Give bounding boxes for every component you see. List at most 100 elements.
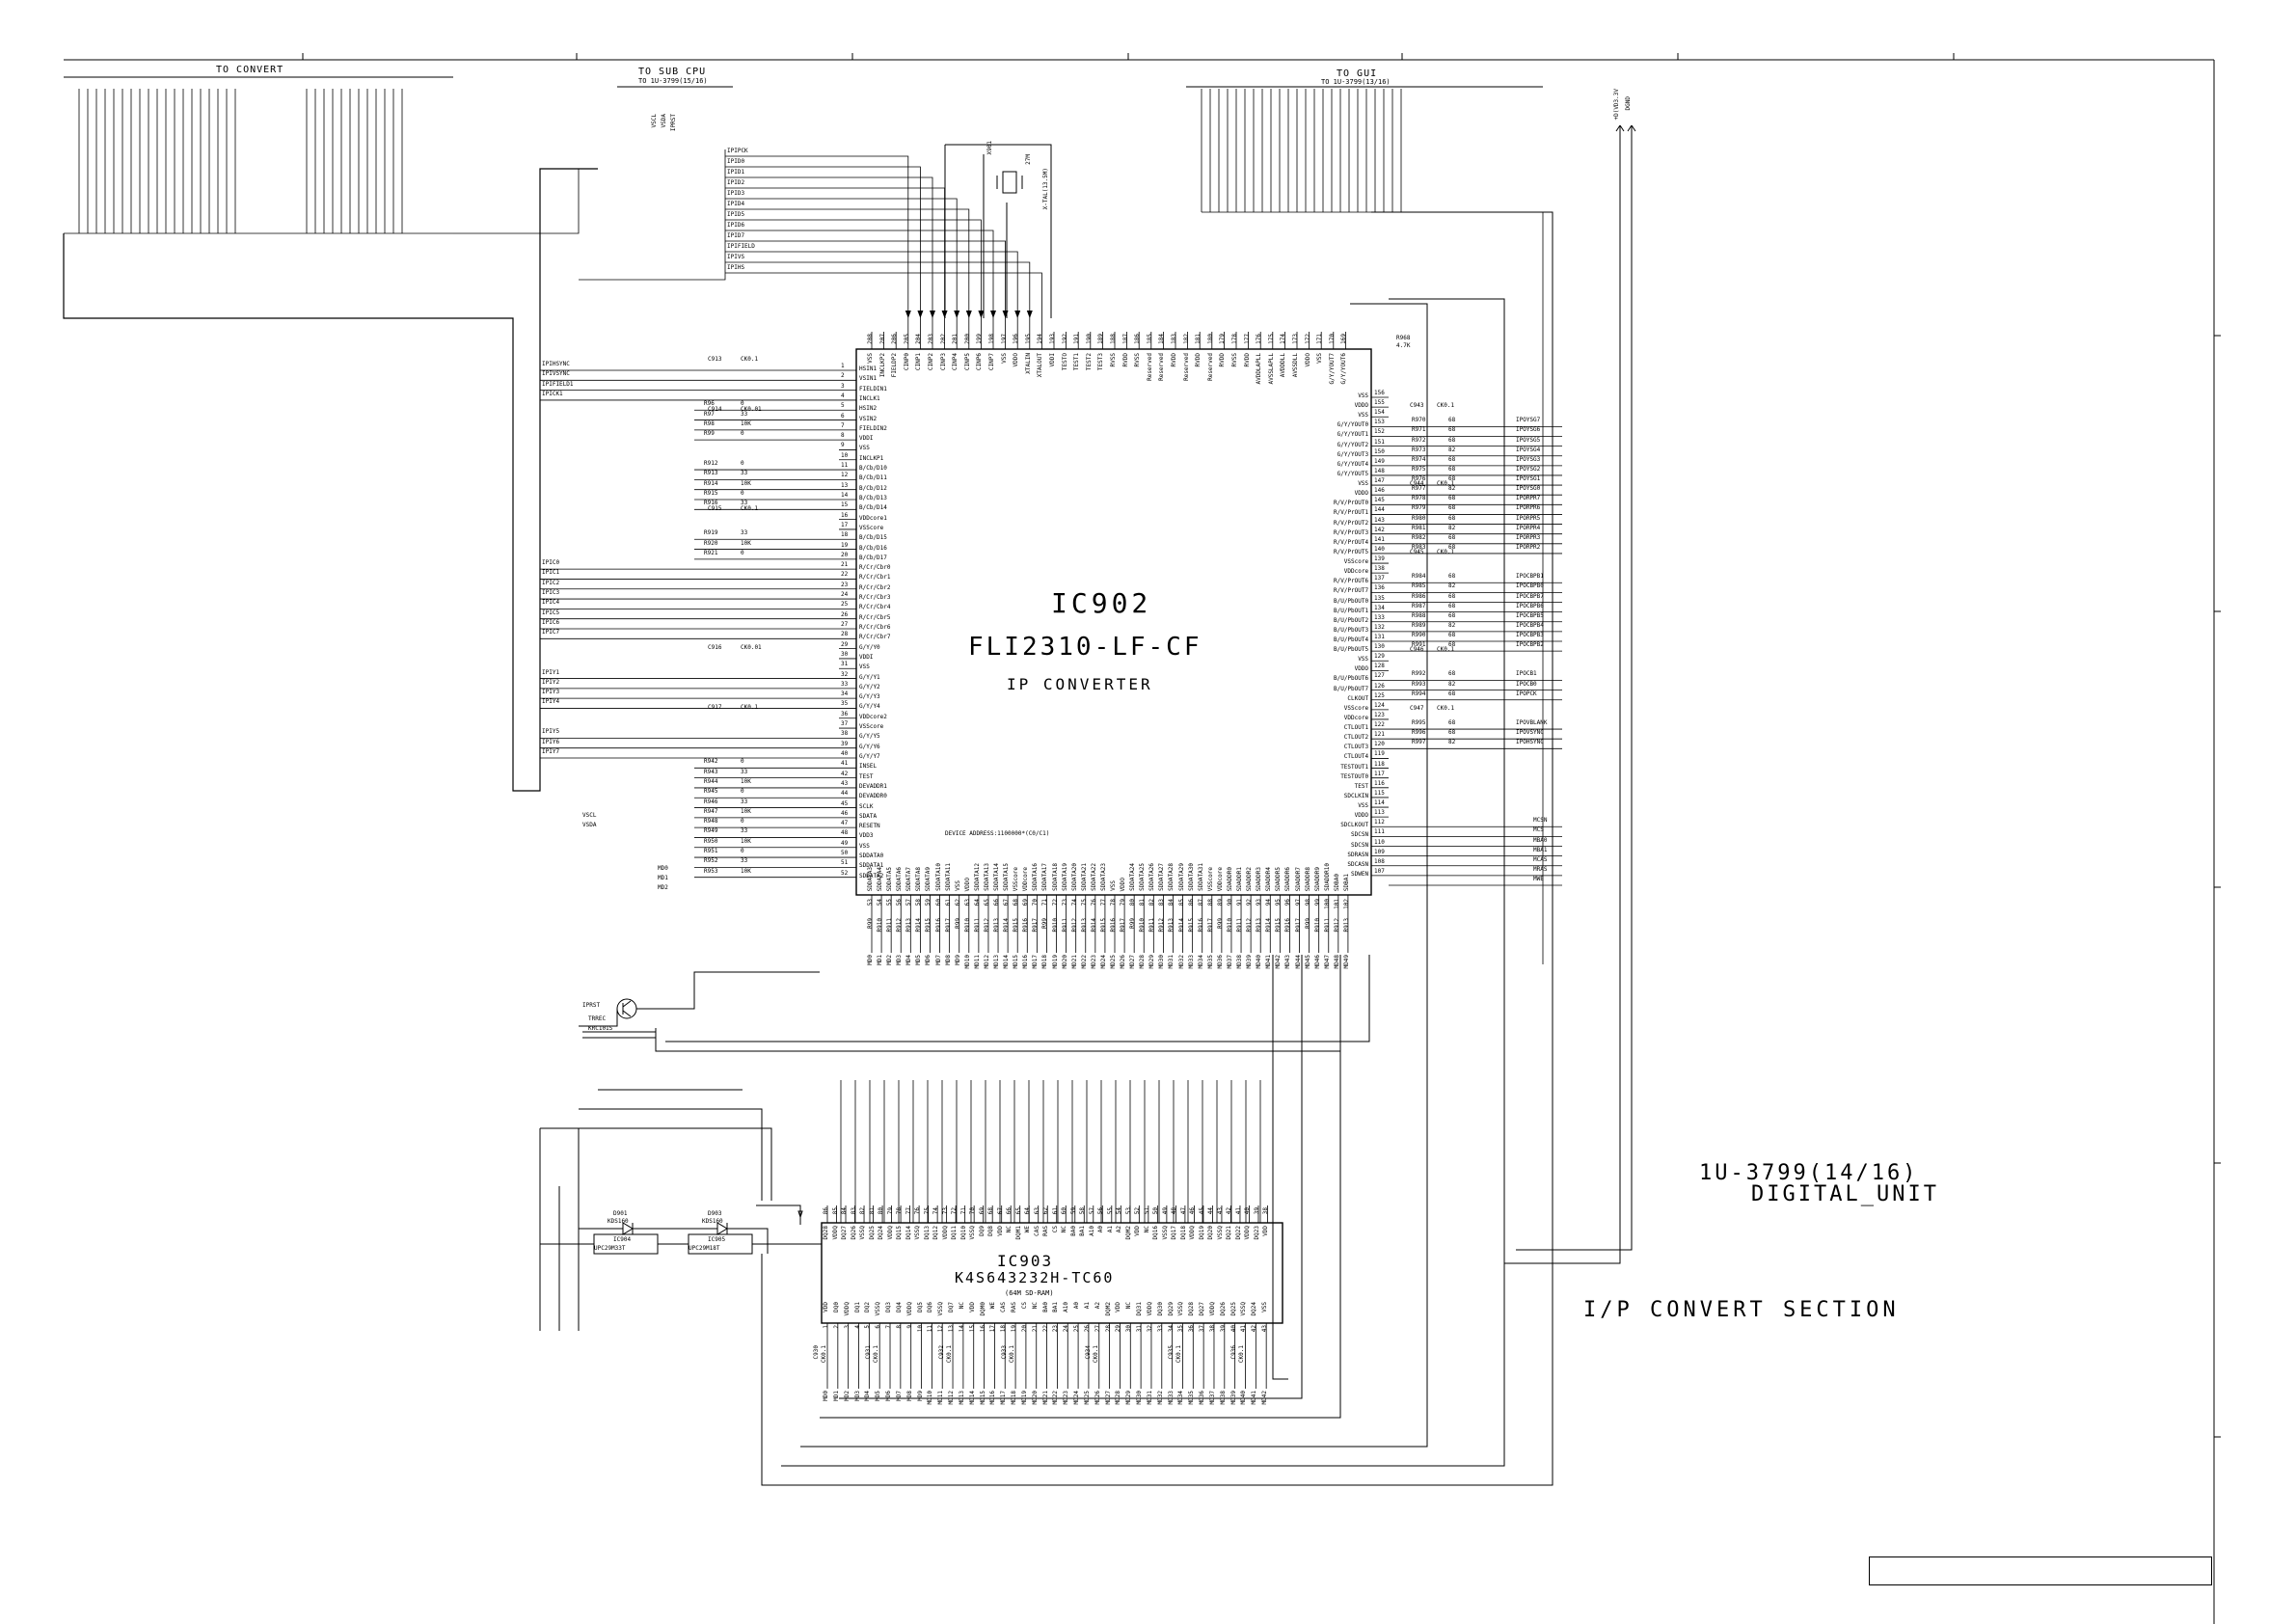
ic902-pin-number: 201	[952, 334, 959, 344]
memory-resistor-ref: R917	[1120, 918, 1127, 933]
ic902-pin-number: 4	[841, 392, 845, 399]
ic902-pin-number: 132	[1374, 623, 1385, 631]
ic903-top-pin: DQ27	[841, 1226, 849, 1240]
memory-net-label: MD28	[1139, 955, 1147, 969]
ic903-pin-number: 60	[1061, 1207, 1068, 1215]
resistor-ref: R914	[704, 479, 718, 487]
ic902-bottom-pin: VSScore	[1013, 866, 1020, 892]
capacitor-ref: C934	[1084, 1345, 1092, 1360]
top-bus-signal: IPID4	[727, 201, 745, 207]
memory-net-label: MD31	[1168, 955, 1175, 969]
resistor-ref: R972	[1412, 436, 1426, 444]
ic902-left-pin: B/Cb/D14	[859, 504, 887, 512]
ic902-right-pin: SDCASN	[1347, 860, 1369, 868]
ic902-left-pin: B/Cb/D12	[859, 484, 887, 492]
resistor-ref: R993	[1412, 680, 1426, 688]
memory-net-label: MD1	[832, 1391, 840, 1401]
memory-resistor-ref: R916	[1284, 918, 1292, 933]
resistor-ref: R978	[1412, 495, 1426, 502]
ic903-pin-number: 75	[923, 1207, 931, 1215]
ic903-pin-number: 76	[914, 1207, 922, 1215]
ic903-bottom-pin: DQ27	[1199, 1302, 1206, 1316]
right-output-signal: IPORPR5	[1516, 514, 1541, 522]
memory-net-label: MD17	[1032, 955, 1040, 969]
ic902-bottom-pin: SDDATA16	[1032, 863, 1040, 892]
ic903-bottom-pin: VSSQ	[1177, 1302, 1185, 1316]
capacitor-ref: C930	[813, 1345, 820, 1360]
ic902-pin-number: 155	[1374, 399, 1385, 407]
ic902-right-pin: CTLOUT3	[1343, 744, 1369, 751]
capacitor-ref: C947	[1410, 704, 1424, 712]
ic902-top-pin: CINP5	[963, 353, 971, 371]
capacitor-value: CK0.1	[821, 1345, 827, 1364]
ic902-pin-number: 207	[878, 334, 886, 344]
right-output-signal: IPORPR4	[1516, 524, 1541, 531]
ic903-pin-number: 86	[823, 1207, 829, 1215]
ic903-package	[821, 1222, 1283, 1324]
ic902-pin-number: 198	[988, 334, 995, 344]
memory-net-label: MD23	[1063, 1391, 1070, 1405]
ic902-right-pin: SDCSN	[1351, 841, 1369, 849]
capacitor-value: CK0.1	[1437, 480, 1455, 488]
right-output-signal: IPOCBPB1	[1516, 573, 1544, 581]
ic902-pin-number: 146	[1374, 487, 1385, 495]
resistor-ref: R977	[1412, 485, 1426, 493]
memory-resistor-ref: R914	[1265, 918, 1273, 933]
ic902-pin-number: 8	[841, 432, 845, 440]
ic902-right-pin: B/U/PbOUT1	[1334, 607, 1369, 614]
ic902-pin-number: 130	[1374, 643, 1385, 651]
ic903-pin-number: 47	[1179, 1207, 1187, 1215]
power-label: +D(VD3.3V	[1613, 89, 1620, 121]
ic902-pin-number: 76	[1090, 899, 1097, 907]
ic903-bottom-pin: BA1	[1052, 1302, 1060, 1313]
top-input-bus	[579, 149, 1042, 332]
ic902-top-pin: AVDDDLL	[1280, 353, 1287, 378]
reset-signal: TRREC	[588, 1015, 607, 1022]
resistor-value: 68	[1448, 729, 1456, 737]
memory-net-label: MD40	[1256, 955, 1263, 969]
ic903-bottom-pin: A10	[1063, 1302, 1070, 1313]
ic903-bottom-pin: A1	[1083, 1302, 1091, 1310]
ic903-pin-number: 49	[1161, 1207, 1169, 1215]
ic902-bottom-pin: VSS	[1110, 880, 1117, 892]
memory-net-label: MD24	[1099, 955, 1107, 969]
ic903-pin-number: 48	[1171, 1207, 1178, 1215]
memory-resistor-ref: R912	[983, 918, 990, 933]
ic903-pin-number: 61	[1051, 1207, 1059, 1215]
sub-cpu-signal: IPRST	[670, 114, 677, 132]
memory-resistor-ref: R913	[993, 918, 1001, 933]
ic902-pin-number: 86	[1187, 899, 1195, 907]
regulator-diode-part: KDS160	[608, 1218, 629, 1225]
resistor-value: 82	[1448, 739, 1456, 746]
top-bus-signal: IPID6	[727, 222, 745, 229]
ic903-part-number: K4S643232H-TC60	[955, 1269, 1115, 1286]
regulator-diode: D901	[613, 1210, 628, 1217]
resistor-value: 10K	[741, 867, 751, 875]
ic903-bottom-pin: VDD	[1115, 1302, 1122, 1313]
ic902-top-pin: RVDD	[1171, 353, 1177, 367]
ic902-top-pin: TEST2	[1085, 353, 1093, 371]
memory-net-label: MD21	[1070, 955, 1078, 969]
resistor-ref: R97	[704, 410, 715, 418]
regulator-diode-part: KDS160	[702, 1218, 723, 1225]
ic903-pin-number: 6	[875, 1325, 882, 1329]
resistor-ref: R995	[1412, 719, 1426, 727]
ic902-top-pin: VSS	[1000, 353, 1008, 364]
memory-net-label: MD47	[1323, 955, 1331, 969]
resistor-value: 68	[1448, 543, 1456, 551]
ic902-right-pin: SDCSN	[1351, 831, 1369, 839]
ic902-pin-number: 17	[841, 521, 849, 528]
ic902-bottom-pin: SDDATA31	[1197, 863, 1204, 892]
ic903-pin-number: 84	[841, 1207, 849, 1215]
memory-resistor-ref: R914	[1003, 918, 1011, 933]
ic902-bottom-pin: SDDATA27	[1158, 863, 1166, 892]
ic902-left-pin: B/Cb/D15	[859, 534, 887, 542]
ic903-top-pin: A0	[1097, 1226, 1105, 1233]
ic902-right-pin: B/U/PbOUT5	[1334, 646, 1369, 654]
ic903-pin-number: 80	[878, 1207, 885, 1215]
ic902-pin-number: 21	[841, 561, 849, 569]
ic903-pin-number: 73	[941, 1207, 949, 1215]
resistor-value: 33	[741, 529, 748, 537]
ic902-pin-number: 117	[1374, 770, 1385, 777]
ic903-pin-number: 43	[1261, 1325, 1269, 1333]
